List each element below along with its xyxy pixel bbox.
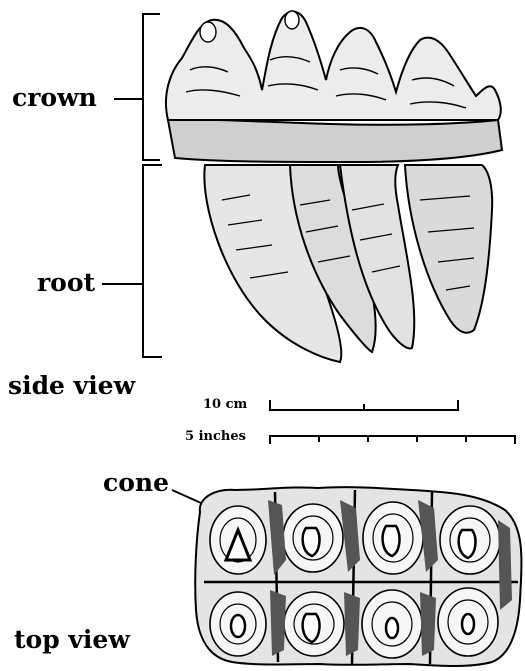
molar-top-view-illustration: [195, 487, 521, 666]
scale-bar-imperial: [270, 436, 515, 444]
root-bracket: [102, 165, 162, 357]
side-view-caption: side view: [8, 373, 135, 398]
crown-bracket: [114, 14, 160, 160]
crown-label: crown: [12, 85, 97, 110]
molar-side-view-illustration: [166, 11, 502, 362]
top-view-caption: top view: [14, 627, 130, 652]
scale-bar-metric-label: 10 cm: [203, 398, 247, 411]
scale-bar-imperial-label: 5 inches: [185, 430, 246, 443]
scale-bar-metric: [270, 400, 458, 410]
root-label: root: [37, 270, 95, 295]
cone-label: cone: [103, 470, 169, 495]
